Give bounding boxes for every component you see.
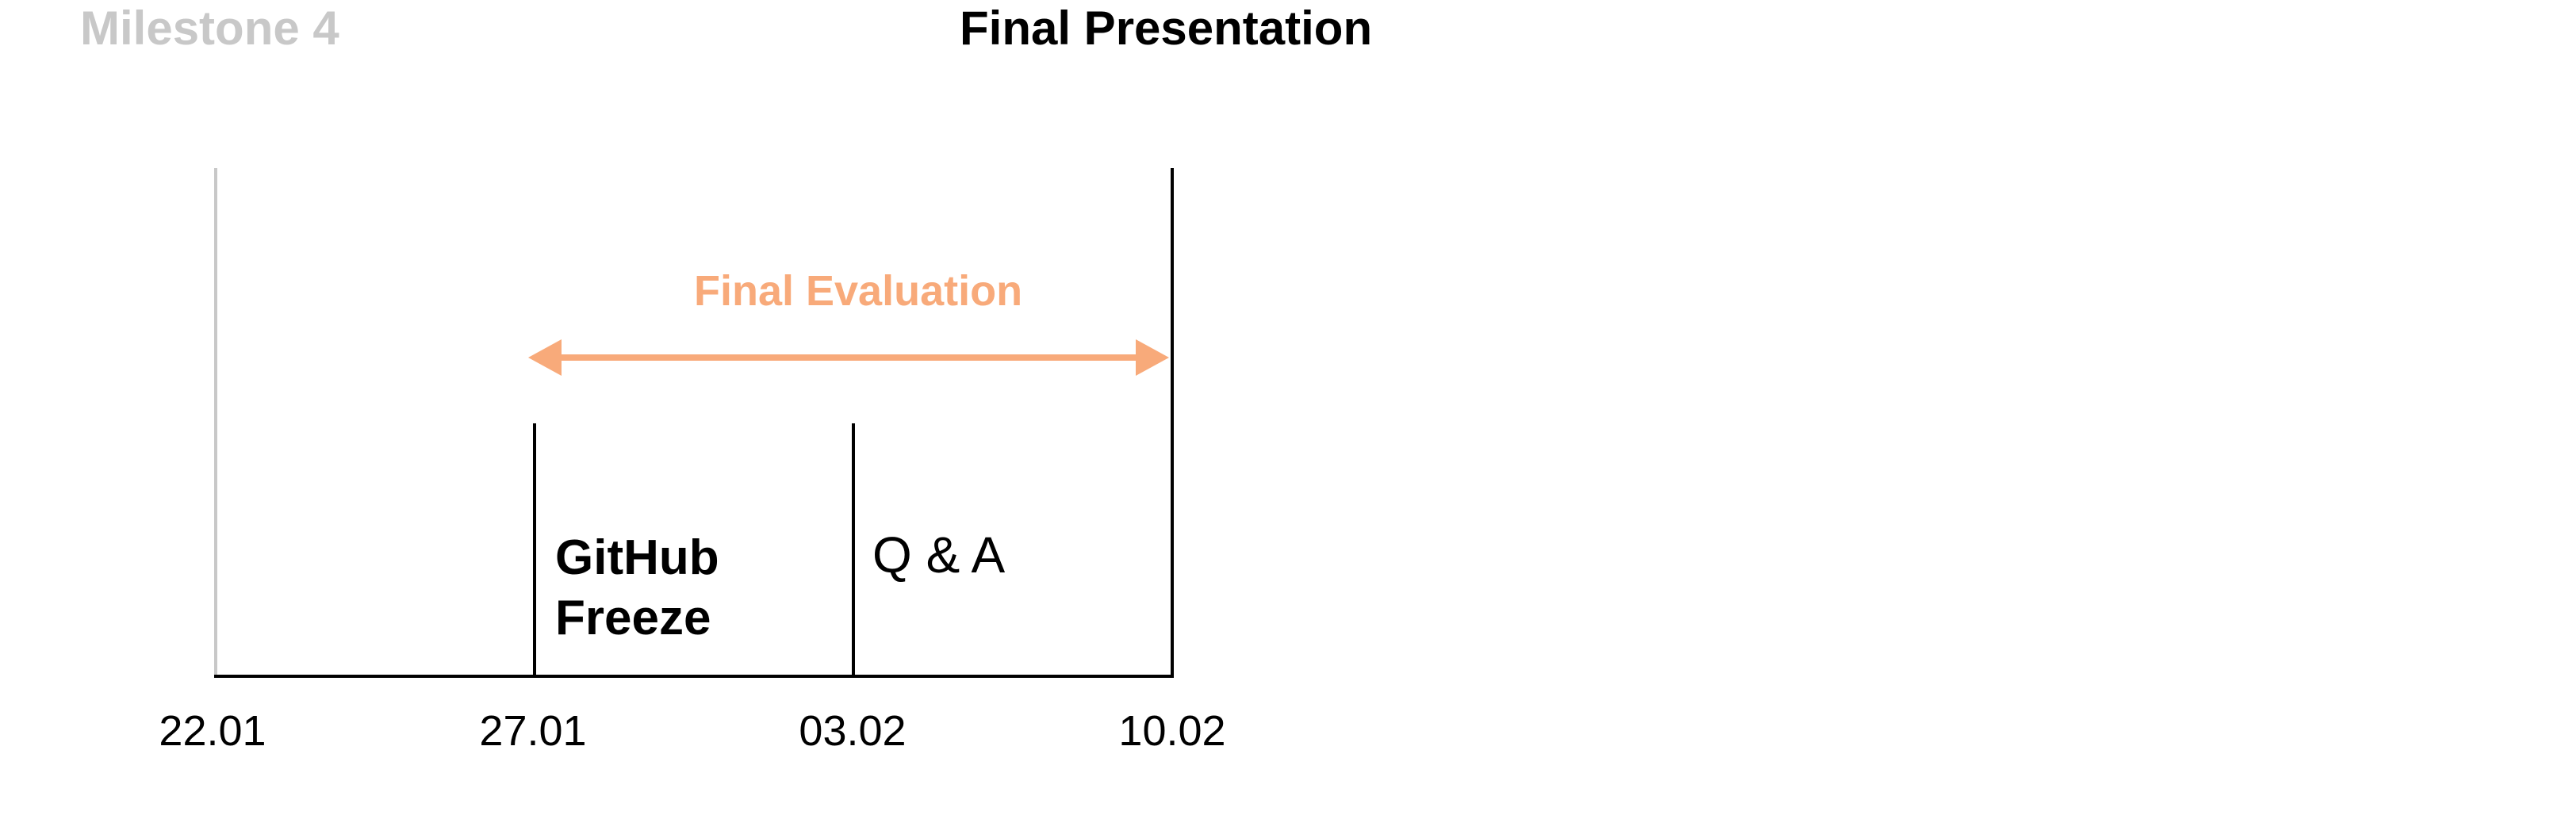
github-freeze-label-line2: Freeze bbox=[555, 591, 711, 645]
date-label-github-freeze: 27.01 bbox=[479, 707, 587, 755]
milestone-title: Milestone 4 bbox=[80, 2, 339, 55]
date-label-qa: 03.02 bbox=[799, 707, 907, 755]
date-label-start: 22.01 bbox=[159, 707, 266, 755]
final-evaluation-label: Final Evaluation bbox=[694, 267, 1023, 315]
date-label-end: 10.02 bbox=[1118, 707, 1226, 755]
qa-label: Q & A bbox=[872, 526, 1006, 584]
github-freeze-label: GitHub Freeze bbox=[555, 528, 761, 649]
final-presentation-title: Final Presentation bbox=[960, 2, 1373, 55]
github-freeze-label-line1: GitHub bbox=[555, 530, 719, 585]
final-evaluation-arrow bbox=[528, 339, 1169, 376]
